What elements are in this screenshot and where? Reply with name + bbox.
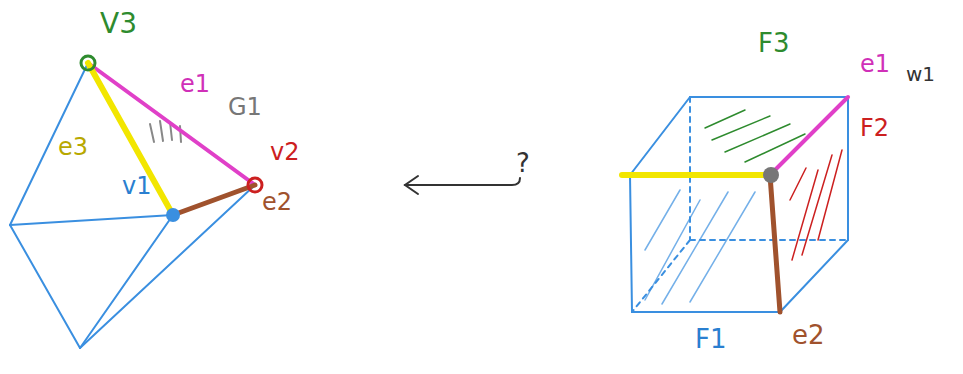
edge-e1 <box>88 63 255 185</box>
face-hatching <box>150 121 181 142</box>
edge-e3 <box>88 63 173 215</box>
edge-label: e2 <box>262 190 292 214</box>
cube-edges <box>630 97 848 312</box>
edge-label: e1 <box>860 52 890 76</box>
cube-edge-e1 <box>770 97 848 175</box>
correspondence-arrow <box>405 176 520 194</box>
vertex-dot <box>81 56 95 70</box>
polyhedron-edges <box>10 63 255 348</box>
vertex-label: v1 <box>122 174 151 198</box>
face-label: F3 <box>758 30 790 56</box>
edge-label: e2 <box>792 322 825 348</box>
face-hatching <box>790 150 842 260</box>
face-label: F1 <box>695 326 727 352</box>
corner-label: w1 <box>906 64 935 84</box>
cube-edge-yellow <box>622 172 770 178</box>
face-label: G1 <box>228 95 262 119</box>
vertex-dot <box>248 178 262 192</box>
edge-label: e1 <box>180 72 210 96</box>
edge-e2 <box>173 185 255 215</box>
face-hatching <box>645 190 755 304</box>
cube-corner-dot <box>763 167 779 183</box>
cube-edge-e2 <box>770 175 780 312</box>
vertex-label: V3 <box>100 10 137 38</box>
edge-label: e3 <box>58 135 88 159</box>
vertex-dot <box>166 208 180 222</box>
vertex-label: v2 <box>270 140 299 164</box>
face-label: F2 <box>860 116 889 140</box>
question-mark: ? <box>516 150 530 176</box>
